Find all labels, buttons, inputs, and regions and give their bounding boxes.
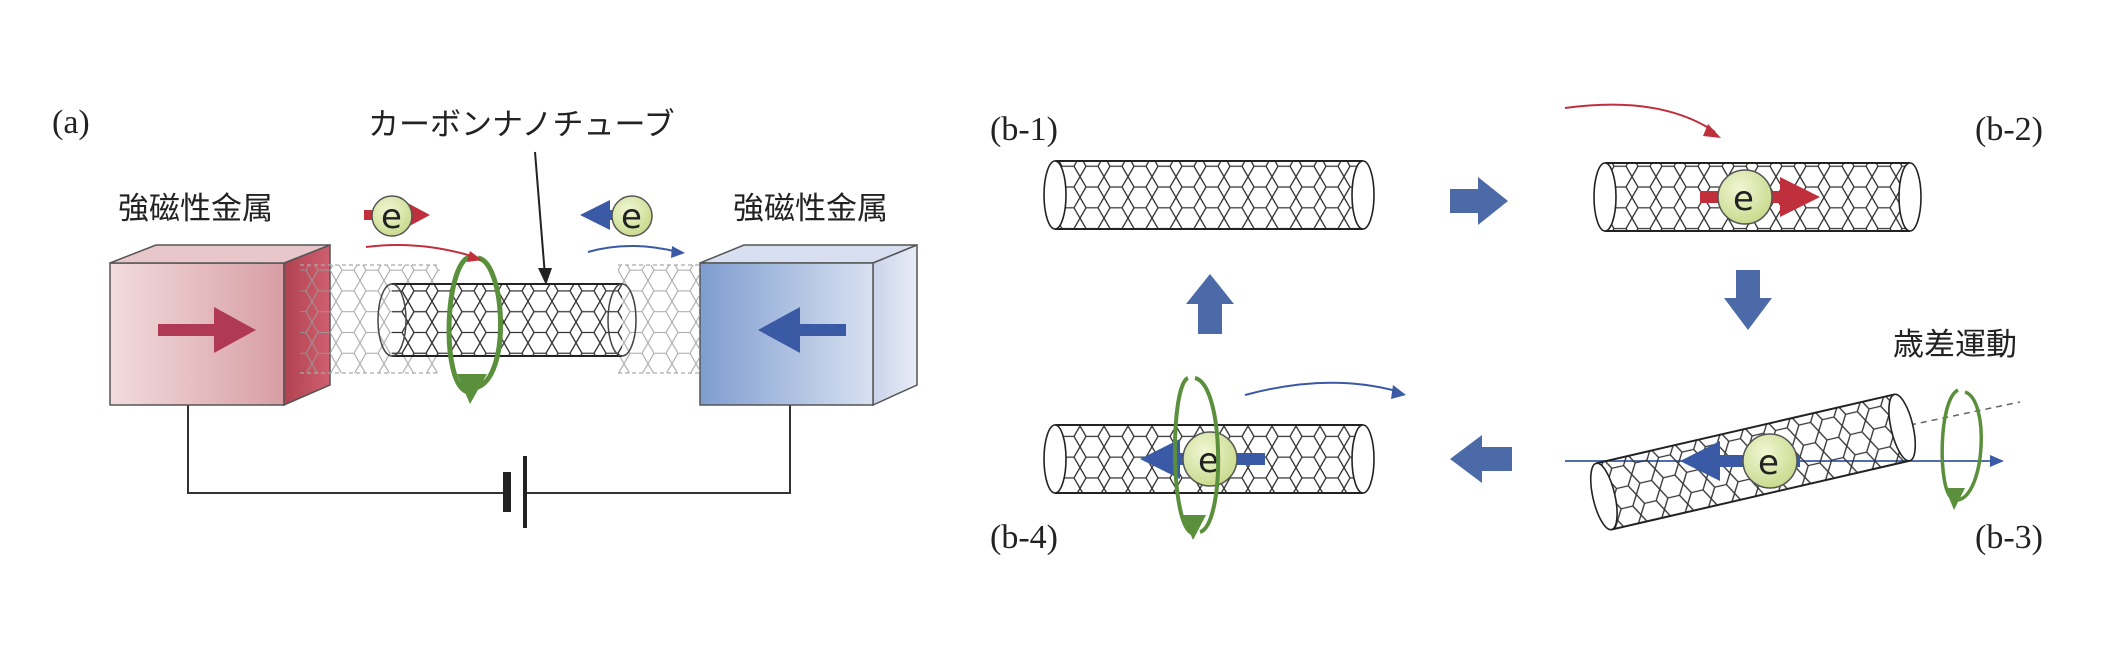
left-metal-label: 強磁性金属 [118, 191, 273, 227]
precession-rotation-icon [1940, 388, 1983, 502]
circuit-wire [187, 405, 791, 494]
precession-label: 歳差運動 [1893, 327, 2017, 363]
nanotube-label: カーボンナノチューブ [368, 107, 675, 143]
right-magnetization-arrow-icon [758, 307, 846, 353]
panel-a-label: (a) [52, 104, 90, 141]
process-arrow-down-icon [1724, 270, 1772, 330]
right-metal-label: 強磁性金属 [733, 191, 888, 227]
rotation-arrow-head [457, 374, 487, 404]
electron-left: e [364, 195, 430, 237]
label-b1: (b-1) [990, 111, 1058, 148]
electron-right-label: e [621, 197, 642, 237]
nanotube-embedded-right [618, 264, 700, 374]
electron-b3-label: e [1758, 443, 1779, 483]
nanotube-b1 [1043, 160, 1375, 230]
battery-icon [503, 456, 527, 528]
nanotube-label-pointer [534, 151, 546, 277]
incoming-electron-arrow-b2 [1564, 103, 1716, 133]
rotation-arrow-b4-icon [1173, 376, 1221, 535]
electron-b3: e [1680, 433, 1800, 489]
electron-left-label: e [381, 197, 402, 237]
electron-right-motion-arrow [587, 245, 679, 253]
process-arrow-left-icon [1450, 435, 1512, 483]
electron-left-motion-arrow [365, 243, 476, 258]
panel-b: (b-1) (b-2) (b-3) (b-4) 歳差運動 e [990, 103, 2043, 556]
rotation-arrow-icon [446, 254, 503, 395]
electron-right: e [580, 195, 653, 237]
outgoing-electron-arrow-b4 [1244, 381, 1401, 396]
nanotube-label-pointer-head [538, 268, 552, 285]
label-b2: (b-2) [1975, 111, 2043, 148]
electron-b2: e [1700, 169, 1820, 225]
process-arrow-up-icon [1186, 274, 1234, 334]
electron-b2-label: e [1733, 179, 1754, 219]
carbon-nanotube-bridge [377, 283, 637, 357]
panel-a: (a) カーボンナノチューブ 強磁性金属 強磁性金属 [52, 104, 918, 528]
left-magnetization-arrow-icon [158, 307, 256, 353]
electron-b4-label: e [1198, 441, 1219, 481]
label-b3: (b-3) [1975, 519, 2043, 556]
label-b4: (b-4) [990, 519, 1058, 556]
process-arrow-right-icon [1450, 177, 1508, 225]
